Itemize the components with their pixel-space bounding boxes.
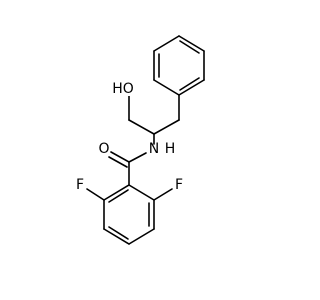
amide-nitrogen-label: N (149, 141, 159, 157)
aryl-bond (128, 228, 155, 245)
hydroxyl-label: HO (112, 81, 134, 97)
chemical-structure: HO N H O F F (76, 35, 205, 245)
aryl-bond (103, 228, 130, 245)
difluorophenyl-ring (86, 184, 173, 245)
phenyl-bond (153, 35, 180, 52)
chain-bond (153, 119, 180, 135)
phenyl-bond (178, 35, 205, 52)
phenyl-inner-double-bond (179, 77, 200, 91)
carbonyl-double-bond (110, 151, 130, 163)
carbonyl-double-bond (108, 156, 128, 168)
phenyl-ring (153, 35, 205, 96)
phenyl-bond (178, 79, 205, 96)
side-chain (128, 94, 180, 145)
atom-labels: HO N H O F F (76, 81, 183, 193)
aryl-bond (128, 184, 155, 201)
phenyl-inner-double-bond (179, 40, 200, 54)
amide-bond (128, 152, 147, 163)
aryl-inner-double-bond (108, 189, 129, 203)
aryl-bond (103, 184, 130, 201)
carbonyl-oxygen-label: O (98, 141, 109, 157)
amide-hydrogen-label: H (165, 141, 176, 157)
phenyl-bond (153, 79, 180, 96)
aryl-inner-double-bond (108, 226, 129, 240)
amide-group (108, 151, 147, 186)
chain-bond (128, 119, 155, 135)
fluorine-bond (153, 188, 173, 201)
label-background (112, 82, 134, 96)
fluorine-left-label: F (76, 177, 84, 193)
fluorine-right-label: F (175, 177, 183, 193)
fluorine-bond (86, 188, 105, 201)
